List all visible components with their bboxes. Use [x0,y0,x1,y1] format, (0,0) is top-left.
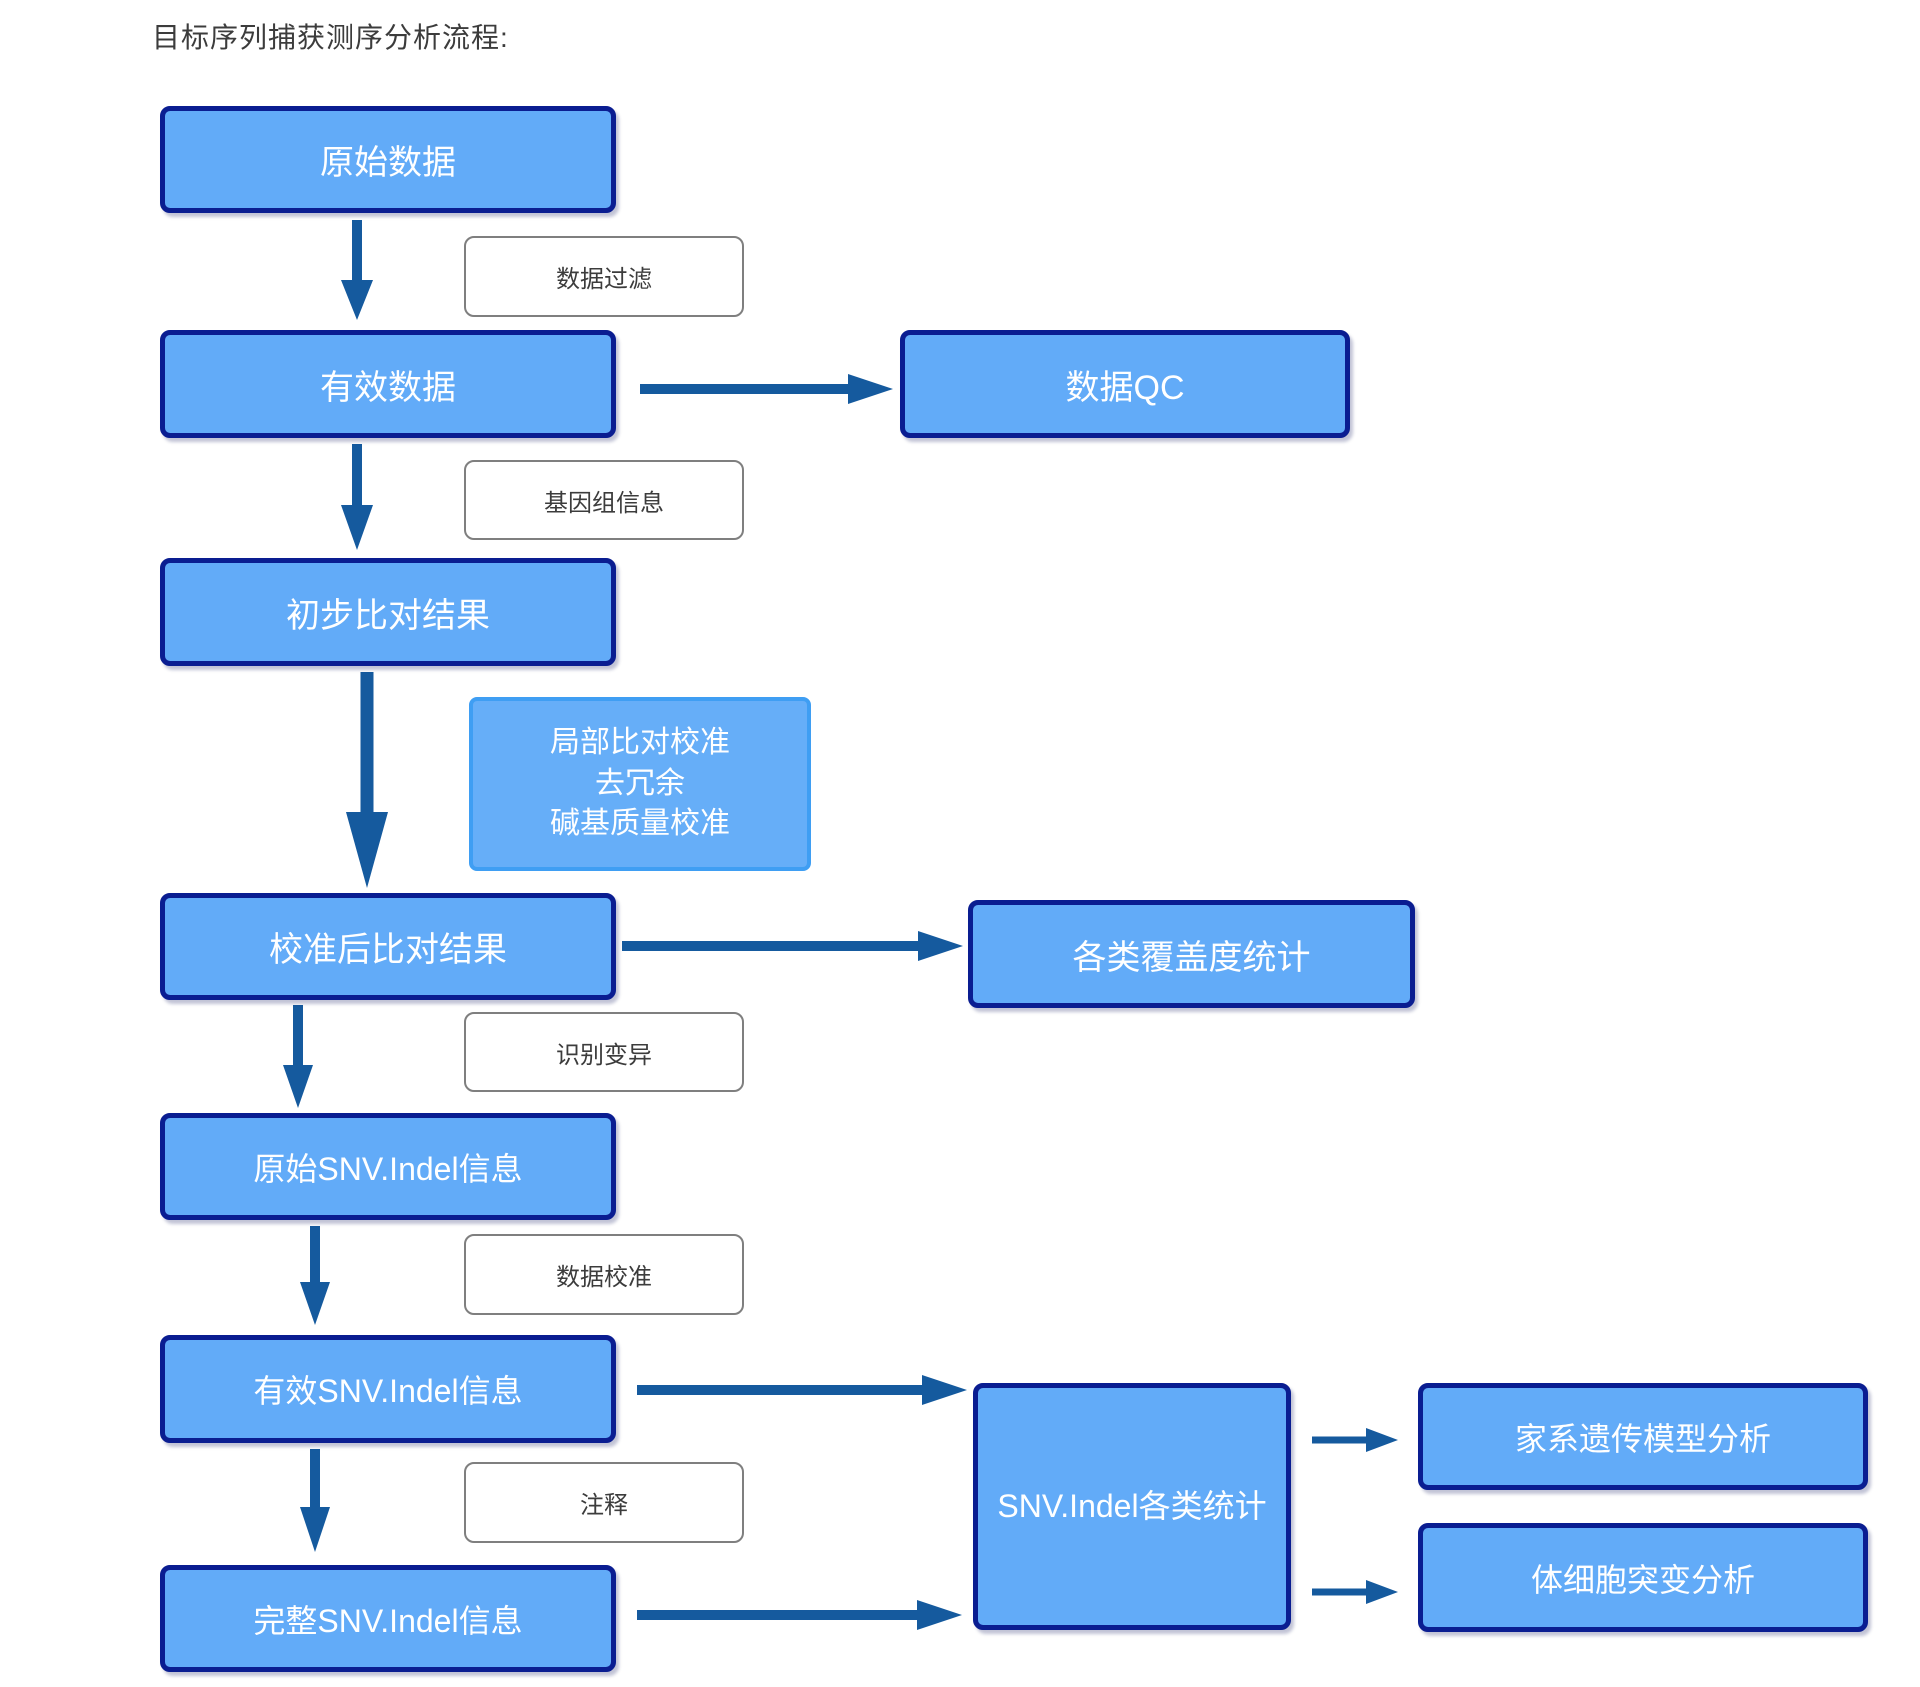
process-local-realign-line1: 局部比对校准 [550,726,730,760]
arrow-calibrated-to-rawsnv [283,1005,313,1108]
label-data-calibration: 数据校准 [464,1234,744,1315]
label-annotation-text: 注释 [580,1492,628,1519]
node-snv-indel-stats-label: SNV.Indel各类统计 [997,1488,1267,1525]
process-local-realign-line2: 去冗余 [595,766,685,800]
arrow-valid-to-initial [341,444,373,550]
label-genome-info-text: 基因组信息 [544,489,664,517]
label-data-filter-text: 数据过滤 [556,266,652,293]
page-title: 目标序列捕获测序分析流程: [152,22,509,53]
label-annotation: 注释 [464,1462,744,1543]
arrow-calibrated-to-coverage [622,931,963,961]
node-data-qc: 数据QC [900,330,1350,438]
node-somatic-mutation-analysis-label: 体细胞突变分析 [1530,1561,1755,1598]
label-data-filter: 数据过滤 [464,236,744,317]
label-variant-calling: 识别变异 [464,1012,744,1092]
process-local-realign: 局部比对校准 去冗余 碱基质量校准 [469,697,811,871]
node-snv-indel-stats: SNV.Indel各类统计 [973,1383,1291,1630]
arrow-initial-to-calibrated [346,672,388,888]
node-raw-data: 原始数据 [160,106,616,213]
label-data-calibration-text: 数据校准 [556,1264,652,1291]
node-complete-snv-indel-label: 完整SNV.Indel信息 [253,1602,523,1639]
arrow-completesnv-to-snvstats [637,1600,962,1630]
node-calibrated-alignment-label: 校准后比对结果 [269,931,507,969]
label-genome-info: 基因组信息 [464,460,744,540]
process-local-realign-line3: 碱基质量校准 [550,807,730,841]
label-variant-calling-text: 识别变异 [556,1041,652,1069]
node-pedigree-model-analysis-label: 家系遗传模型分析 [1514,1420,1771,1457]
arrow-validsnv-to-completesnv [300,1449,330,1552]
node-complete-snv-indel: 完整SNV.Indel信息 [160,1565,616,1672]
node-valid-data: 有效数据 [160,330,616,438]
arrow-rawsnv-to-validsnv [300,1226,330,1325]
node-calibrated-alignment: 校准后比对结果 [160,893,616,1000]
node-initial-alignment-label: 初步比对结果 [286,596,490,635]
arrow-validsnv-to-snvstats [637,1375,967,1405]
node-coverage-stats: 各类覆盖度统计 [968,900,1415,1008]
node-somatic-mutation-analysis: 体细胞突变分析 [1418,1523,1868,1632]
node-valid-snv-indel: 有效SNV.Indel信息 [160,1335,616,1443]
node-valid-data-label: 有效数据 [320,368,456,407]
node-raw-snv-indel: 原始SNV.Indel信息 [160,1113,616,1220]
node-valid-snv-indel-label: 有效SNV.Indel信息 [253,1373,523,1409]
node-raw-snv-indel-label: 原始SNV.Indel信息 [253,1150,523,1187]
arrow-raw-to-valid [341,220,373,320]
node-raw-data-label: 原始数据 [320,144,456,182]
node-initial-alignment: 初步比对结果 [160,558,616,666]
node-data-qc-label: 数据QC [1065,368,1185,407]
node-pedigree-model-analysis: 家系遗传模型分析 [1418,1383,1868,1490]
arrow-snvstats-to-pedigree [1312,1428,1398,1452]
arrow-snvstats-to-somatic [1312,1580,1398,1604]
arrow-valid-to-qc [640,374,893,404]
node-coverage-stats-label: 各类覆盖度统计 [1072,938,1311,977]
